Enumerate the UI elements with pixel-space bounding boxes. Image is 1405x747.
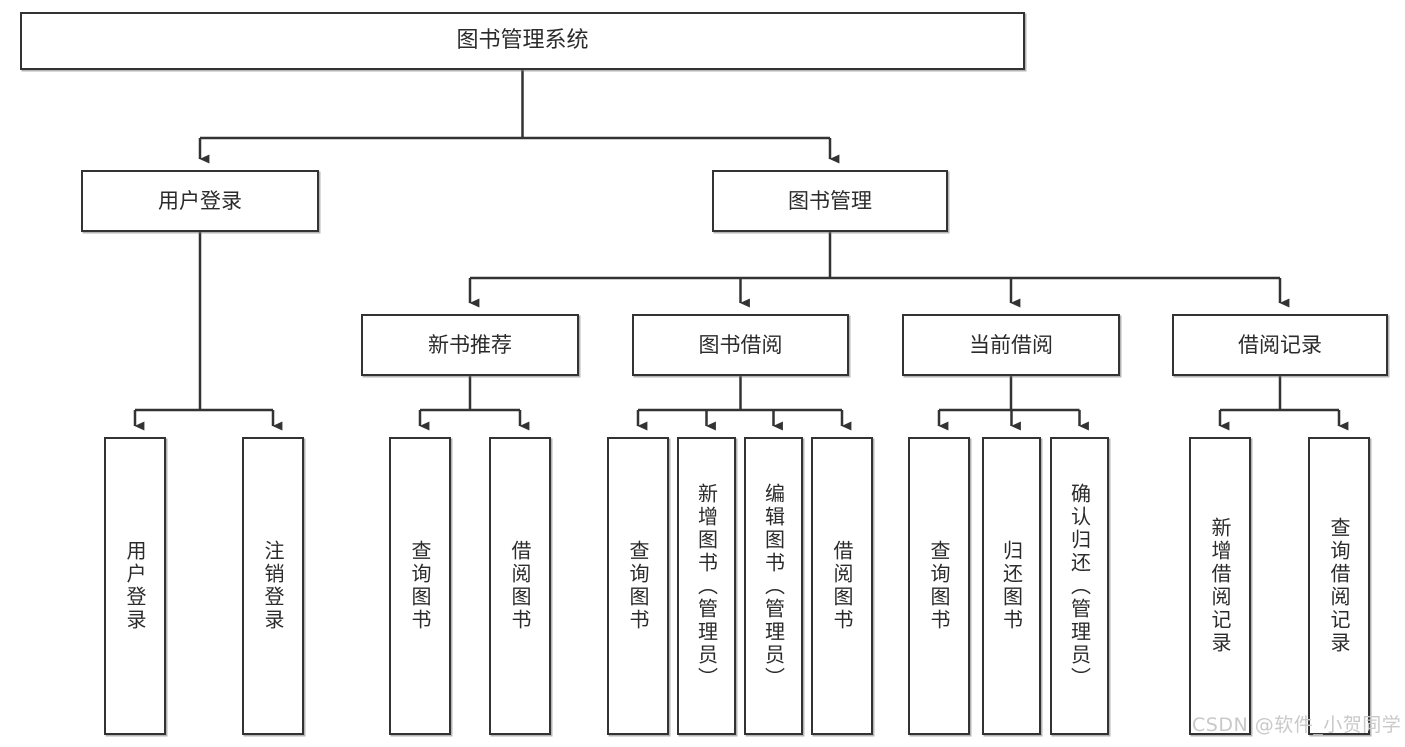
node-label: 用户登录 xyxy=(123,540,147,632)
node-l2_0[interactable]: 用户登录 xyxy=(81,170,319,232)
node-l3_0[interactable]: 新书推荐 xyxy=(361,314,579,376)
node-label: 用户登录 xyxy=(158,188,242,213)
csdn-watermark: CSDN @软件_小贺同学 xyxy=(1192,714,1402,736)
node-leaf_12[interactable]: 查询借阅记录 xyxy=(1308,437,1370,735)
node-label: 新增图书（管理员） xyxy=(694,482,719,690)
node-label: 查询图书 xyxy=(408,540,432,632)
node-leaf_6[interactable]: 编辑图书（管理员） xyxy=(744,437,803,735)
node-leaf_7[interactable]: 借阅图书 xyxy=(811,437,873,735)
node-leaf_9[interactable]: 归还图书 xyxy=(982,437,1041,735)
node-label: 新增借阅记录 xyxy=(1208,517,1232,655)
node-label: 查询图书 xyxy=(927,540,951,632)
node-label: 查询图书 xyxy=(626,540,650,632)
node-l2_1[interactable]: 图书管理 xyxy=(712,170,948,232)
node-leaf_8[interactable]: 查询图书 xyxy=(908,437,970,735)
node-label: 图书借阅 xyxy=(698,332,783,357)
node-label: 借阅图书 xyxy=(508,540,532,632)
node-label: 查询借阅记录 xyxy=(1327,517,1351,655)
node-leaf_10[interactable]: 确认归还（管理员） xyxy=(1050,437,1109,735)
node-leaf_0[interactable]: 用户登录 xyxy=(104,437,166,735)
node-leaf_11[interactable]: 新增借阅记录 xyxy=(1189,437,1251,735)
node-leaf_5[interactable]: 新增图书（管理员） xyxy=(677,437,736,735)
node-l3_1[interactable]: 图书借阅 xyxy=(632,314,849,376)
node-root[interactable]: 图书管理系统 xyxy=(20,12,1025,70)
edge-group xyxy=(133,70,1349,431)
node-leaf_1[interactable]: 注销登录 xyxy=(242,437,304,735)
node-label: 当前借阅 xyxy=(969,332,1053,357)
node-label: 新书推荐 xyxy=(428,332,512,357)
node-label: 借阅图书 xyxy=(830,540,854,632)
node-label: 图书管理系统 xyxy=(456,28,589,53)
node-label: 注销登录 xyxy=(261,540,285,632)
node-l3_3[interactable]: 借阅记录 xyxy=(1172,314,1388,376)
node-label: 借阅记录 xyxy=(1238,332,1322,357)
node-leaf_3[interactable]: 借阅图书 xyxy=(489,437,551,735)
node-label: 编辑图书（管理员） xyxy=(761,482,786,690)
node-label: 归还图书 xyxy=(999,540,1024,632)
node-leaf_4[interactable]: 查询图书 xyxy=(607,437,669,735)
node-label: 确认归还（管理员） xyxy=(1067,482,1092,690)
node-leaf_2[interactable]: 查询图书 xyxy=(389,437,451,735)
node-label: 图书管理 xyxy=(788,188,872,213)
node-l3_2[interactable]: 当前借阅 xyxy=(902,314,1120,376)
